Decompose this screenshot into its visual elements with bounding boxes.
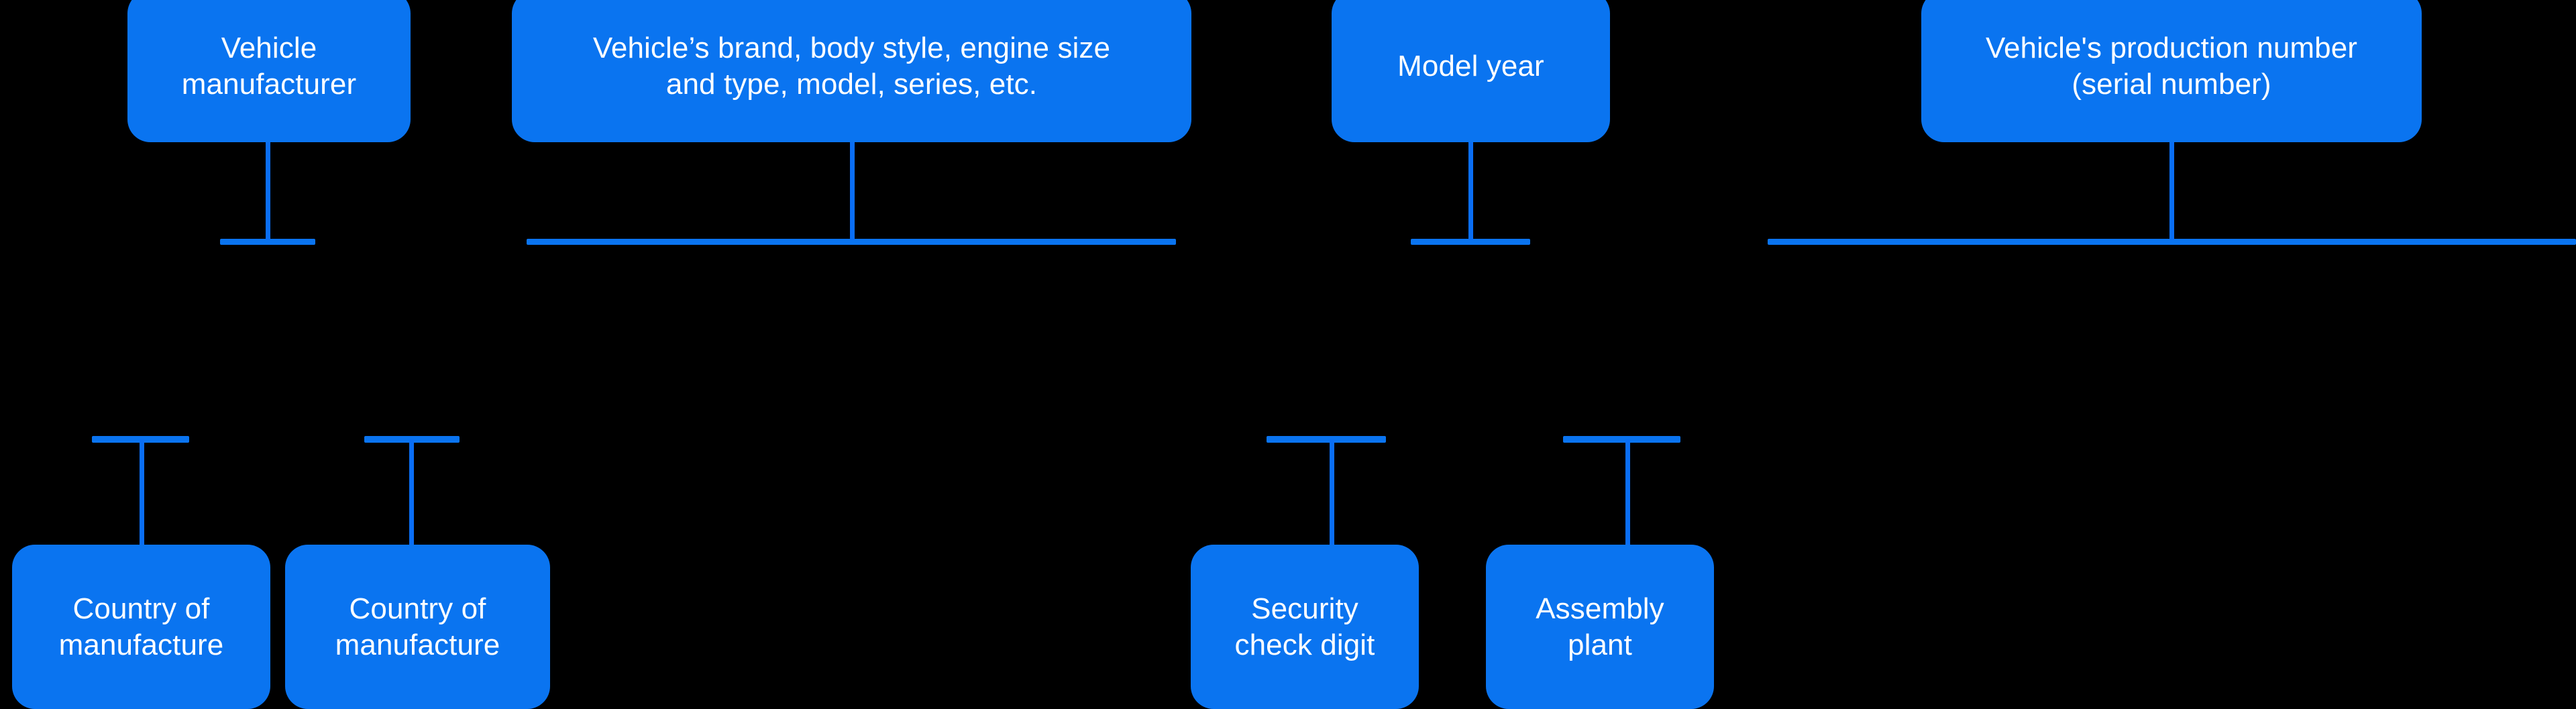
connector-line-country-of-manufacture-1 (140, 439, 144, 547)
node-label-country-of-manufacture-1: Country of manufacture (58, 592, 224, 661)
node-label-country-of-manufacture-2: Country of manufacture (335, 592, 500, 661)
node-model-year[interactable]: Model year (1332, 0, 1610, 142)
connector-bar-production-number (1768, 239, 2576, 245)
node-vehicle-attributes[interactable]: Vehicle’s brand, body style, engine size… (512, 0, 1191, 142)
connector-line-country-of-manufacture-2 (409, 439, 414, 547)
connector-line-production-number (2169, 142, 2174, 240)
connector-bar-vehicle-manufacturer (220, 239, 315, 245)
connector-bar-assembly-plant (1563, 436, 1680, 443)
node-vehicle-manufacturer[interactable]: Vehicle manufacturer (127, 0, 411, 142)
connector-line-model-year (1468, 142, 1473, 240)
connector-bar-vehicle-attributes (527, 239, 1176, 245)
node-label-production-number: Vehicle's production number (serial numb… (1985, 32, 2358, 101)
connector-line-security-check-digit (1330, 439, 1334, 547)
node-label-assembly-plant: Assembly plant (1536, 592, 1664, 661)
connector-line-vehicle-manufacturer (266, 142, 270, 240)
node-security-check-digit[interactable]: Security check digit (1191, 545, 1419, 709)
node-country-of-manufacture-1[interactable]: Country of manufacture (12, 545, 270, 709)
node-production-number[interactable]: Vehicle's production number (serial numb… (1921, 0, 2422, 142)
connector-line-assembly-plant (1625, 439, 1630, 547)
connector-bar-security-check-digit (1267, 436, 1386, 443)
node-assembly-plant[interactable]: Assembly plant (1486, 545, 1714, 709)
connector-line-vehicle-attributes (850, 142, 855, 240)
node-label-model-year: Model year (1397, 50, 1544, 83)
node-label-security-check-digit: Security check digit (1234, 592, 1375, 661)
node-label-vehicle-attributes: Vehicle’s brand, body style, engine size… (592, 32, 1111, 101)
node-label-vehicle-manufacturer: Vehicle manufacturer (181, 32, 357, 101)
connector-bar-model-year (1411, 239, 1530, 245)
node-country-of-manufacture-2[interactable]: Country of manufacture (285, 545, 550, 709)
diagram-canvas: Vehicle manufacturer Vehicle’s brand, bod… (12, 0, 2576, 709)
